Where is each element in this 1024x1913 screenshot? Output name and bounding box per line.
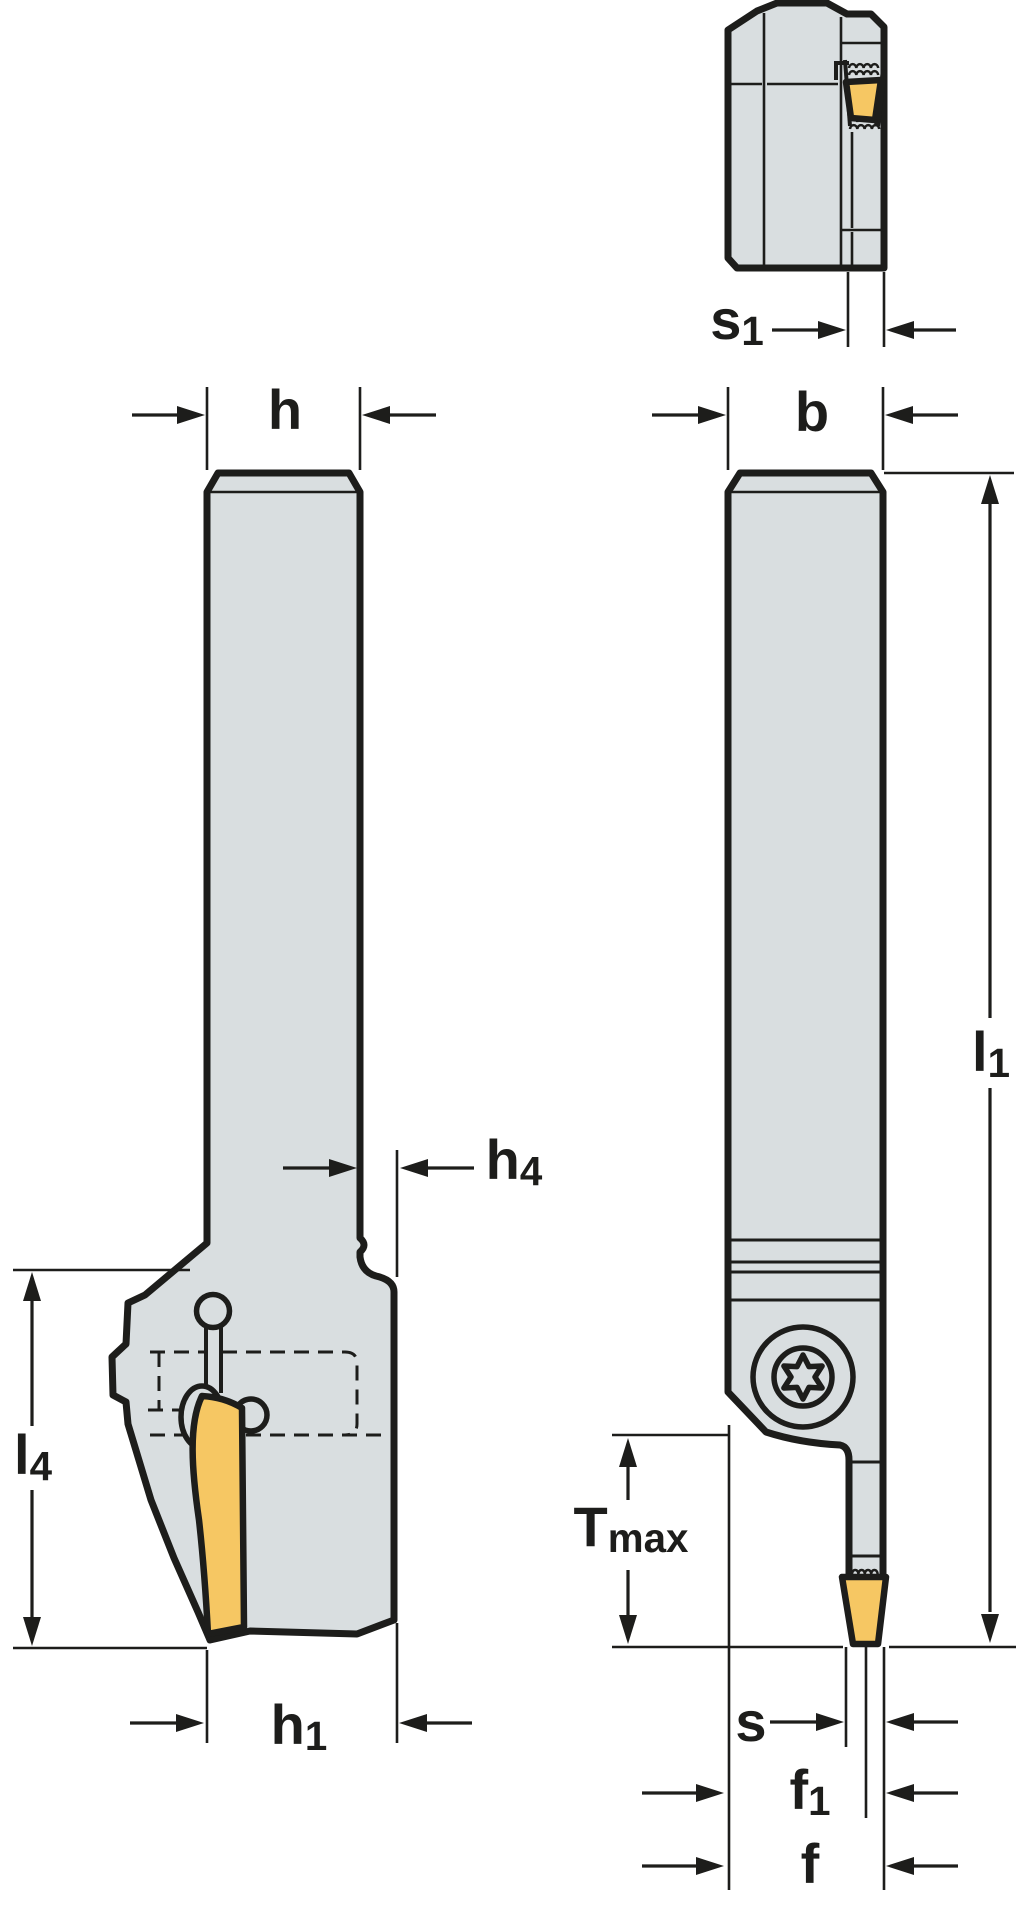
dimension-h1 — [130, 1623, 472, 1743]
dim-label-h: h — [267, 378, 303, 441]
dim-label-l1: l1 — [972, 1020, 1010, 1087]
top-view — [724, 0, 888, 272]
dim-label-l4: l4 — [14, 1423, 52, 1490]
side-view-body — [108, 469, 398, 1644]
dim-label-h1: h1 — [270, 1693, 328, 1760]
dimension-l1 — [884, 471, 1014, 1643]
dim-label-f1: f1 — [789, 1758, 831, 1825]
dimension-tmax — [612, 1433, 1016, 1649]
insert-front-view — [838, 1573, 890, 1648]
front-view — [724, 469, 890, 1648]
dim-label-b: b — [794, 380, 830, 443]
serration-bottom — [848, 116, 881, 130]
dim-label-s: s — [735, 1690, 767, 1753]
torx-star-icon — [781, 1352, 825, 1402]
dim-label-f: f — [800, 1832, 820, 1895]
dim-label-s1: s1 — [710, 288, 764, 355]
dim-label-h4: h4 — [485, 1128, 543, 1195]
side-view — [108, 469, 398, 1644]
dim-label-tmax: Tmax — [573, 1495, 689, 1562]
dimension-s1 — [772, 272, 956, 347]
clamp-stem — [204, 1327, 223, 1393]
clamp-pin — [193, 1291, 233, 1331]
insert-side-view — [189, 1392, 248, 1638]
dimension-s-f1-f — [642, 1425, 958, 1890]
dimension-h — [132, 387, 436, 470]
dimension-h4 — [283, 1150, 474, 1277]
dimension-b — [652, 387, 958, 470]
serration-top — [847, 62, 880, 76]
dimension-l4 — [13, 1268, 207, 1650]
torx-screw — [750, 1324, 856, 1430]
